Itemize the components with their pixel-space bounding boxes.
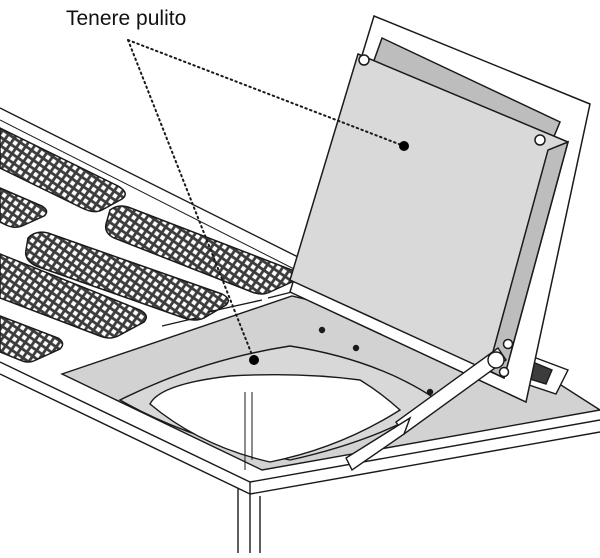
grille-2: [0, 187, 48, 229]
grille-5: [0, 253, 147, 339]
callout-dot-lid: [399, 141, 409, 151]
callout-leaders: [127, 39, 409, 365]
front-edge: [0, 361, 600, 553]
grille-3: [104, 205, 299, 295]
lid-screw: [534, 134, 546, 146]
leader-line-well: [127, 39, 255, 361]
grille-1: [0, 127, 126, 213]
grille-6: [0, 315, 64, 363]
callout-label: Tenere pulito: [66, 7, 187, 30]
ventilation-grilles: [0, 127, 299, 363]
lid: [289, 14, 591, 404]
grille-4: [24, 231, 229, 321]
gas-strut: [345, 347, 507, 472]
leader-line-lid: [127, 39, 405, 147]
lid-screw: [358, 54, 370, 66]
lid-screw: [502, 338, 514, 350]
callout-dot-well: [249, 355, 259, 365]
slots: [161, 291, 293, 327]
lid-screw: [498, 366, 510, 378]
well-opening: [149, 373, 402, 463]
